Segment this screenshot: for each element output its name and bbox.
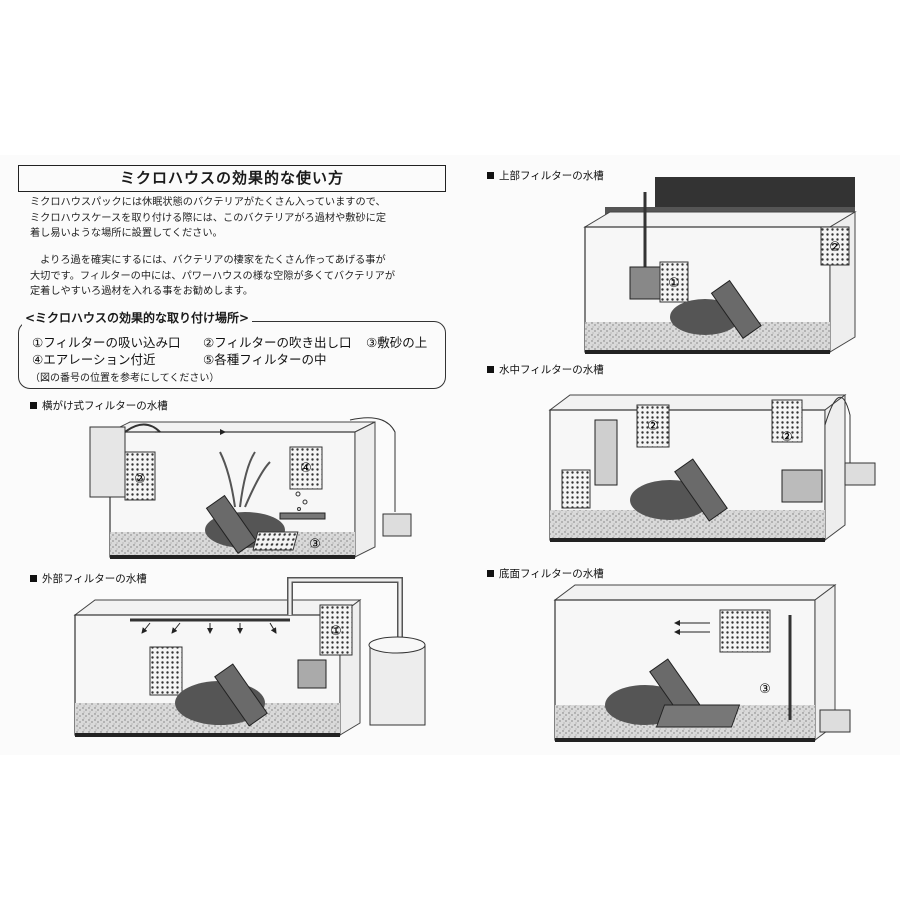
submerged-filter-diagram: ② ② bbox=[548, 394, 876, 542]
bottom-filter-diagram: ③ bbox=[553, 584, 851, 742]
bullet-square-icon bbox=[487, 366, 494, 373]
location-item-3: ③敷砂の上 bbox=[366, 335, 428, 350]
intro-paragraph-2: よりろ過を確実にするには、バクテリアの棲家をたくさん作ってあげる事が 大切です。… bbox=[30, 255, 396, 297]
marker-2: ② bbox=[781, 430, 793, 445]
section-label-submerged-filter: 水中フィルターの水槽 bbox=[487, 362, 604, 377]
bullet-square-icon bbox=[487, 570, 494, 577]
marker-1: ① bbox=[330, 624, 342, 639]
marker-2: ② bbox=[647, 419, 659, 434]
locations-note: （図の番号の位置を参考にしてください） bbox=[30, 373, 220, 384]
marker-4: ④ bbox=[300, 461, 312, 476]
section-label-text: 底面フィルターの水槽 bbox=[499, 568, 604, 580]
section-label-text: 外部フィルターの水槽 bbox=[42, 573, 147, 585]
location-item-4: ④エアレーション付近 bbox=[32, 352, 156, 367]
top-filter-diagram: ① ② bbox=[583, 177, 857, 354]
section-label-external-filter: 外部フィルターの水槽 bbox=[30, 571, 147, 586]
locations-title: <ミクロハウスの効果的な取り付け場所> bbox=[22, 309, 253, 326]
marker-1: ① bbox=[668, 276, 680, 291]
side-filter-diagram: ② ④ ③ bbox=[89, 417, 412, 559]
bullet-square-icon bbox=[30, 575, 37, 582]
bullet-square-icon bbox=[487, 172, 494, 179]
section-label-text: 水中フィルターの水槽 bbox=[499, 364, 604, 376]
location-item-2: ②フィルターの吹き出し口 bbox=[203, 335, 352, 350]
marker-2: ② bbox=[134, 472, 146, 487]
location-item-5: ⑤各種フィルターの中 bbox=[203, 352, 327, 367]
section-label-side-filter: 横がけ式フィルターの水槽 bbox=[30, 398, 168, 413]
section-label-text: 横がけ式フィルターの水槽 bbox=[42, 400, 168, 412]
location-item-1: ①フィルターの吸い込み口 bbox=[32, 335, 181, 350]
marker-3: ③ bbox=[759, 682, 771, 697]
section-label-top-filter: 上部フィルターの水槽 bbox=[487, 168, 604, 183]
external-filter-diagram: ① bbox=[73, 577, 426, 737]
bullet-square-icon bbox=[30, 402, 37, 409]
marker-3: ③ bbox=[309, 537, 321, 552]
section-label-text: 上部フィルターの水槽 bbox=[499, 170, 604, 182]
marker-2: ② bbox=[829, 240, 841, 255]
section-label-bottom-filter: 底面フィルターの水槽 bbox=[487, 566, 604, 581]
intro-paragraph-1: ミクロハウスパックには休眠状態のバクテリアがたくさん入っていますので、 ミクロハ… bbox=[30, 197, 387, 239]
page-title: ミクロハウスの効果的な使い方 bbox=[18, 165, 446, 192]
